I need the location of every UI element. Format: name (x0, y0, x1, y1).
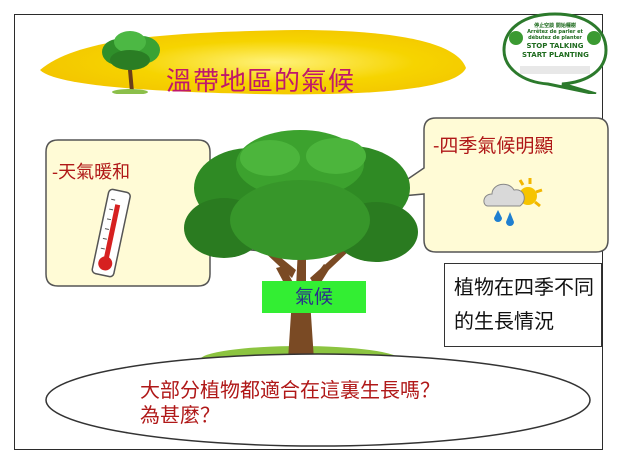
big-tree-image (184, 130, 418, 374)
logo-line1: 停止空談 開始種樹 (534, 23, 576, 29)
rain-sun-icon (483, 178, 543, 226)
thermometer-icon (91, 188, 131, 278)
logo-line4: STOP TALKING (526, 42, 584, 50)
logo-line3: débutez de planter (528, 35, 582, 41)
question-text: 大部分植物都適合在這裏生長嗎？ 為甚麼？ (140, 378, 440, 428)
page-title: 溫帶地區的氣候 (166, 67, 356, 97)
left-caption: -天氣暖和 (52, 162, 131, 183)
question-oval (45, 353, 591, 447)
logo-line2: Arrêtez de parler et (527, 29, 583, 35)
note-box (444, 263, 602, 347)
small-tree-icon (102, 31, 160, 94)
stop-talking-logo (502, 12, 608, 94)
speech-bubble-right (378, 117, 609, 253)
question-line2: 為甚麼？ (140, 403, 220, 427)
climate-label: 氣候 (262, 281, 366, 313)
logo-line5: START PLANTING (522, 51, 589, 59)
right-caption: -四季氣候明顯 (433, 135, 554, 157)
question-line1: 大部分植物都適合在這裏生長嗎？ (140, 378, 440, 402)
note-text: 植物在四季不同的生長情況 (454, 275, 594, 333)
